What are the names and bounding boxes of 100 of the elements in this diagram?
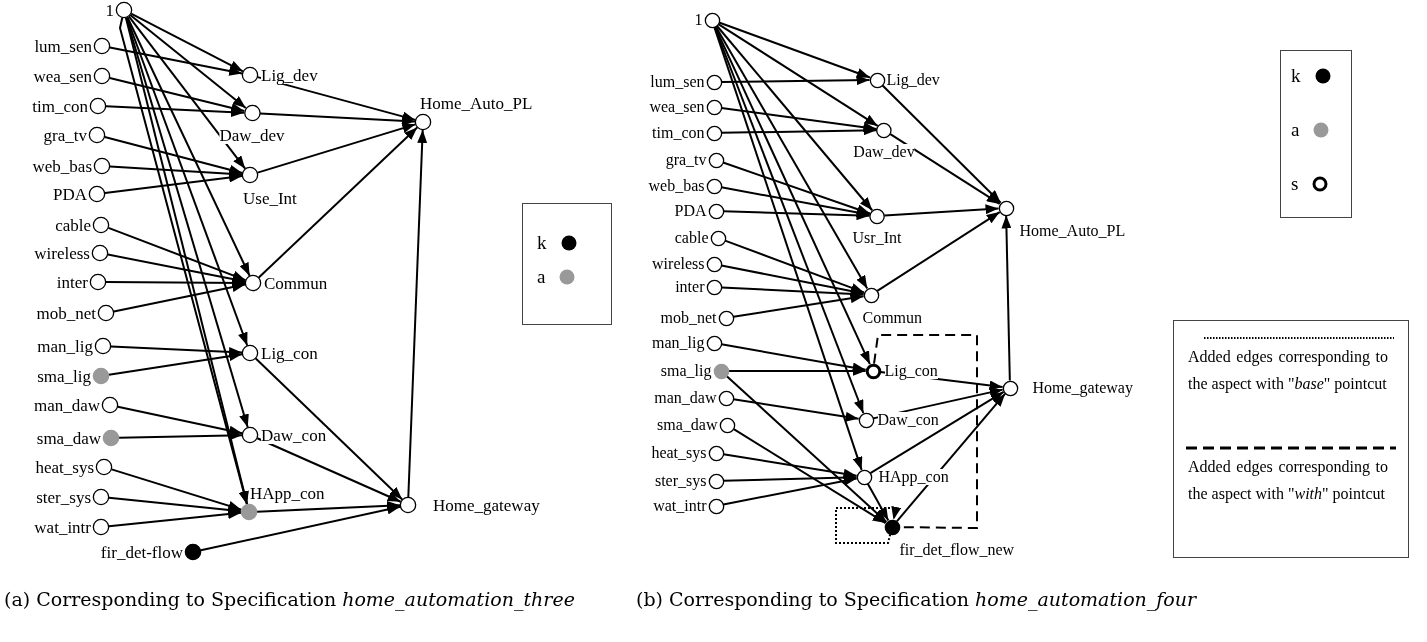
graph-node (241, 425, 327, 445)
graph-node (648, 176, 723, 196)
arrow (732, 427, 887, 525)
arrow (130, 12, 244, 73)
arrow (720, 264, 865, 296)
graph-node (219, 104, 285, 144)
graph-node (654, 471, 725, 491)
graph-node (652, 123, 723, 143)
graph-node (43, 125, 106, 145)
graph-node (997, 199, 1126, 239)
graph-node (675, 277, 723, 297)
figure-caption: (b) Corresponding to Specification home_automation_four (636, 588, 1198, 611)
node-label: lum_sen (34, 37, 92, 55)
arrow (722, 210, 871, 221)
graph-node (652, 333, 723, 353)
node-label: heat_sys (651, 445, 707, 461)
graph-node (55, 215, 110, 235)
arrow (722, 472, 858, 483)
arrow (883, 204, 1000, 217)
arrow (714, 25, 869, 290)
graph-node (34, 517, 110, 537)
arrow (110, 468, 243, 511)
arrow (107, 351, 244, 376)
arrow (257, 126, 419, 279)
node-label: HApp_con (878, 469, 949, 485)
arrow (256, 76, 417, 122)
graph-node (105, 0, 133, 20)
arrow (895, 392, 1007, 523)
arrow (881, 84, 1002, 204)
graph-node (864, 361, 938, 381)
arrow (108, 46, 244, 76)
arrow (106, 253, 247, 284)
arrow (720, 125, 878, 136)
graph-node (36, 428, 120, 448)
graph-node (855, 467, 949, 487)
arrow (107, 226, 247, 282)
node-label: Lig_con (884, 363, 938, 379)
arrow (715, 24, 874, 212)
node-label: wireless (652, 256, 705, 272)
arrow (718, 21, 871, 79)
graph-node (853, 121, 915, 160)
arrow (256, 500, 401, 513)
node-label: wireless (34, 244, 90, 262)
graph-node (652, 254, 723, 274)
arrow (720, 286, 865, 299)
arrow (876, 211, 1001, 292)
node-label: Home_Auto_PL (420, 95, 533, 112)
connector-line (873, 334, 978, 529)
node-label: 1 (694, 12, 703, 28)
arrow (105, 105, 245, 118)
node-label: sma_daw (36, 429, 101, 447)
graph-node (241, 166, 297, 207)
node-label: Daw_con (261, 426, 327, 444)
graph-node (852, 207, 902, 246)
node-label: HApp_con (250, 485, 325, 502)
node-label: man_lig (37, 337, 93, 355)
node-label: Home_Auto_PL (1019, 222, 1126, 239)
graph-node (653, 496, 725, 516)
node-label: web_bas (648, 178, 705, 194)
arrow (725, 375, 888, 523)
node-label: Usr_Int (852, 229, 902, 246)
node-label: Lig_dev (261, 66, 318, 84)
legend-label: s (1291, 173, 1299, 195)
arrow (256, 437, 402, 503)
graph-node (657, 415, 736, 435)
graph-node (660, 308, 735, 328)
figure-caption: (a) Corresponding to Specification home_automation_three (4, 588, 576, 611)
graph-node (35, 457, 113, 477)
graph-node (244, 273, 328, 293)
node-label: mob_net (660, 310, 717, 326)
legend-label: Added edges corresponding to the aspect with "base" pointcut (1188, 347, 1388, 395)
legend-label: k (1291, 65, 1301, 87)
arrow (103, 172, 244, 194)
graph-node (665, 150, 725, 170)
legend-label: a (1291, 119, 1300, 141)
graph-node (33, 66, 111, 86)
graph-node (36, 487, 110, 507)
node-label: wat_intr (653, 498, 707, 514)
arrow (254, 357, 404, 501)
node-label: cable (674, 230, 709, 246)
arrow (112, 282, 247, 313)
arrow (889, 133, 1001, 205)
node-label: fir_det-flow (100, 543, 183, 561)
graph-node (34, 36, 111, 56)
node-label: man_daw (654, 390, 717, 406)
arrow (259, 112, 416, 126)
arrow (256, 123, 417, 174)
arrow (722, 453, 858, 479)
node-label: cable (55, 216, 91, 234)
node-label: tim_con (652, 125, 705, 141)
node-label: Lig_dev (886, 72, 940, 88)
arrow (107, 496, 243, 515)
graph-node (33, 395, 119, 415)
graph-node (883, 518, 1015, 558)
arrow (103, 136, 244, 175)
node-label: PDA (674, 203, 707, 219)
arrow (1001, 214, 1012, 382)
node-label: man_daw (33, 396, 100, 414)
arrow (720, 75, 871, 86)
legend-label: k (537, 232, 547, 254)
